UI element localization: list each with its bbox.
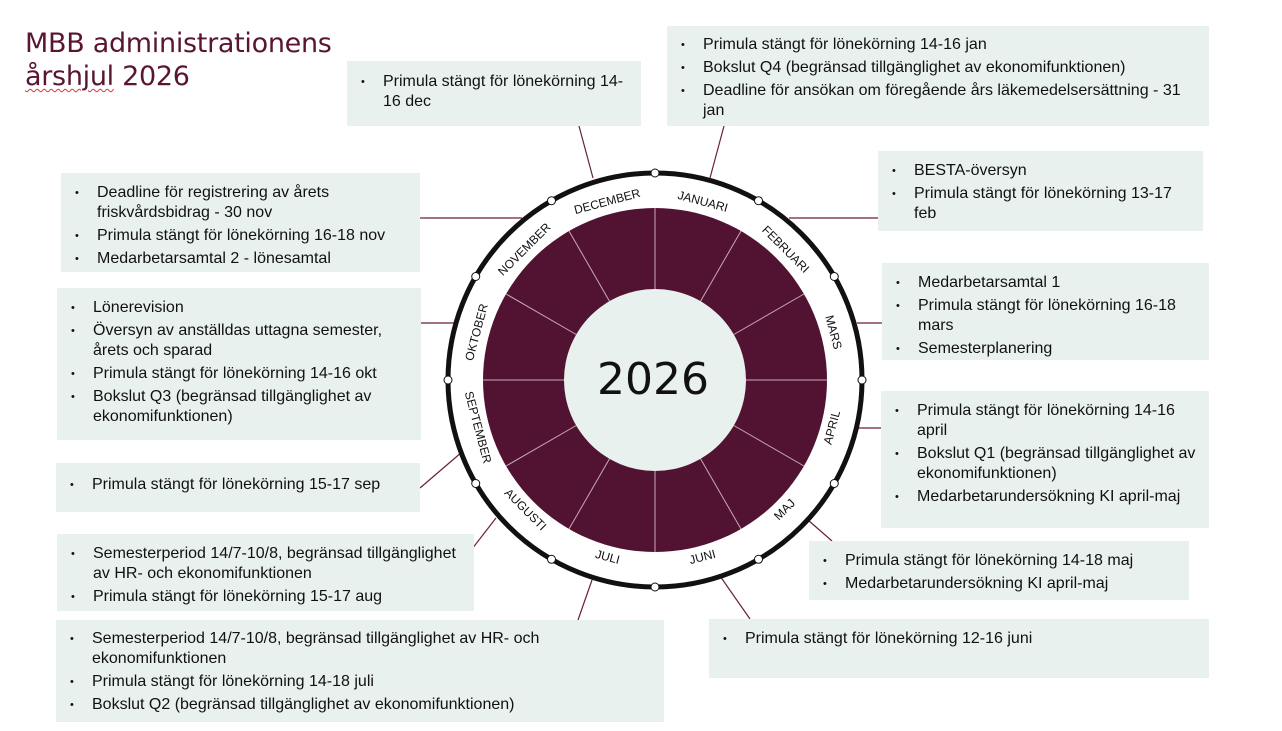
box-oktober: Lönerevision Översyn av anställdas uttag… [57,288,421,440]
box-januari: Primula stängt för lönekörning 14-16 jan… [667,26,1209,126]
list-item: Medarbetarundersökning KI april-maj [895,487,1197,507]
list-item: Primula stängt för lönekörning 15-17 sep [70,475,408,495]
wheel-spoke [700,230,742,302]
list-item: Primula stängt för lönekörning 14-18 maj [823,551,1177,571]
wheel-spoke [505,425,577,467]
ring-dots [443,168,867,592]
title-word: årshjul [25,61,114,92]
list-item: Primula stängt för lönekörning 14-18 jul… [70,672,652,692]
list-item: Primula stängt för lönekörning 14-16 apr… [895,401,1197,441]
connector-line [719,575,751,620]
wheel-spokes [483,208,827,552]
list-item: Semesterperiod 14/7-10/8, begränsad till… [71,544,462,584]
ring-dot [650,582,660,592]
ring-dot [829,272,839,281]
ring-dot [547,196,556,206]
ring-dot [443,375,453,385]
box-februari: BESTA-översyn Primula stängt för lönekör… [878,151,1203,231]
list-item: Semesterplanering [896,339,1197,359]
ring-dot [471,479,481,488]
box-september: Primula stängt för lönekörning 15-17 sep [56,463,420,512]
list-item: Medarbetarsamtal 1 [896,273,1197,293]
connector-line [577,579,593,621]
connector-lines [419,125,882,621]
wheel-spoke [568,230,610,302]
ring-dot [754,196,763,206]
title-year: 2026 [122,61,190,92]
list-item: Lönerevision [71,298,409,318]
wheel-spoke [505,293,577,335]
list-item: Översyn av anställdas uttagna semester, … [71,321,409,361]
ring-dot [547,554,556,564]
list-item: Bokslut Q2 (begränsad tillgänglighet av … [70,695,652,715]
wheel-spoke [733,425,805,467]
list-item: Primula stängt för lönekörning 15-17 aug [71,587,462,607]
list-item: Primula stängt för lönekörning 14-16 okt [71,364,409,384]
list-item: Primula stängt för lönekörning 13-17 feb [892,184,1191,224]
wheel-spoke [568,458,610,530]
page-title: MBB administrationens årshjul 2026 [25,27,332,93]
box-mars: Medarbetarsamtal 1 Primula stängt för lö… [882,263,1209,360]
list-item: Medarbetarundersökning KI april-maj [823,574,1177,594]
list-item: Primula stängt för lönekörning 14-16 dec [361,72,629,112]
list-item: Bokslut Q3 (begränsad tillgänglighet av … [71,387,409,427]
connector-line [578,125,594,179]
month-label-juli: JULI [594,547,621,567]
list-item: Primula stängt för lönekörning 14-16 jan [681,35,1197,55]
month-label-juni: JUNI [688,547,717,567]
wheel-center [564,289,746,471]
list-item: Deadline för registrering av årets frisk… [75,183,408,223]
wheel-spoke [700,458,742,530]
ring-dot [754,554,763,564]
ring-dot [650,168,660,178]
center-year: 2026 [597,354,709,405]
connector-line [419,451,463,489]
ring-dot [829,479,839,488]
list-item: Bokslut Q1 (begränsad tillgänglighet av … [895,444,1197,484]
box-april: Primula stängt för lönekörning 14-16 apr… [881,391,1209,528]
ring-dot [471,272,481,281]
list-item: Deadline för ansökan om föregående års l… [681,81,1197,121]
list-item: Primula stängt för lönekörning 12-16 jun… [723,629,1197,649]
ring-dot [857,375,867,385]
connector-line [471,517,497,550]
box-november: Deadline för registrering av årets frisk… [61,173,420,272]
list-item: BESTA-översyn [892,161,1191,181]
connector-line [709,125,725,179]
box-juli: Semesterperiod 14/7-10/8, begränsad till… [56,620,664,722]
list-item: Primula stängt för lönekörning 16-18 nov [75,226,408,246]
box-maj: Primula stängt för lönekörning 14-18 maj… [809,541,1189,600]
list-item: Bokslut Q4 (begränsad tillgänglighet av … [681,58,1197,78]
list-item: Primula stängt för lönekörning 16-18 mar… [896,296,1197,336]
title-line1: MBB administrationens [25,28,332,59]
wheel-spoke [733,293,805,335]
connector-line [807,519,833,542]
box-december: Primula stängt för lönekörning 14-16 dec [347,61,641,126]
list-item: Semesterperiod 14/7-10/8, begränsad till… [70,629,652,669]
box-juni: Primula stängt för lönekörning 12-16 jun… [709,619,1209,678]
box-augusti: Semesterperiod 14/7-10/8, begränsad till… [57,534,474,611]
list-item: Medarbetarsamtal 2 - lönesamtal [75,249,408,269]
